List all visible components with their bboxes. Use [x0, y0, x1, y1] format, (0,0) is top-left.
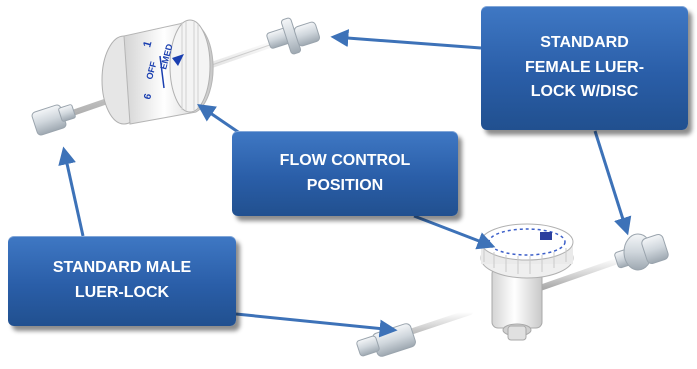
callout-female-line-2: FEMALE LUER- — [524, 58, 645, 76]
callout-female-luer-lock: STANDARD FEMALE LUER- LOCK W/DISC — [481, 6, 688, 130]
flow-controller-housing — [480, 223, 574, 341]
dial-pointer-icon — [172, 54, 184, 66]
arrow-male-to-bottom — [235, 312, 398, 338]
pointer-arrows — [58, 29, 632, 338]
callout-male-line-1: STANDARD MALE — [52, 259, 192, 277]
callout-flow-control-position: FLOW CONTROL POSITION — [232, 131, 458, 216]
callout-male-line-2: LUER-LOCK — [74, 284, 170, 301]
flow-dial-body: 1 EMED OFF 6 — [101, 19, 214, 125]
dial-label-one: 1 — [141, 40, 154, 49]
callout-female-line-1: STANDARD — [540, 33, 629, 51]
flow-controller-closeup: 1 EMED OFF 6 — [31, 17, 321, 136]
arrow-male-to-top — [58, 146, 85, 237]
dial-label-off: OFF — [144, 60, 158, 80]
callout-male-luer-lock: STANDARD MALE LUER-LOCK — [8, 236, 236, 326]
female-luer-connector-top — [266, 17, 321, 55]
male-luer-connector-left — [31, 104, 76, 136]
dial-label-six: 6 — [142, 92, 154, 101]
female-luer-connector-right — [614, 233, 669, 271]
callout-flow-line-1: FLOW CONTROL — [279, 151, 411, 169]
arrow-flow-to-bottom — [413, 214, 496, 250]
arrow-female-to-top — [330, 29, 482, 50]
callout-female-line-3: LOCK W/DISC — [530, 83, 639, 101]
arrow-female-to-bottom — [593, 130, 632, 236]
callout-flow-line-2: POSITION — [306, 176, 384, 194]
flow-controller-set — [356, 223, 669, 357]
